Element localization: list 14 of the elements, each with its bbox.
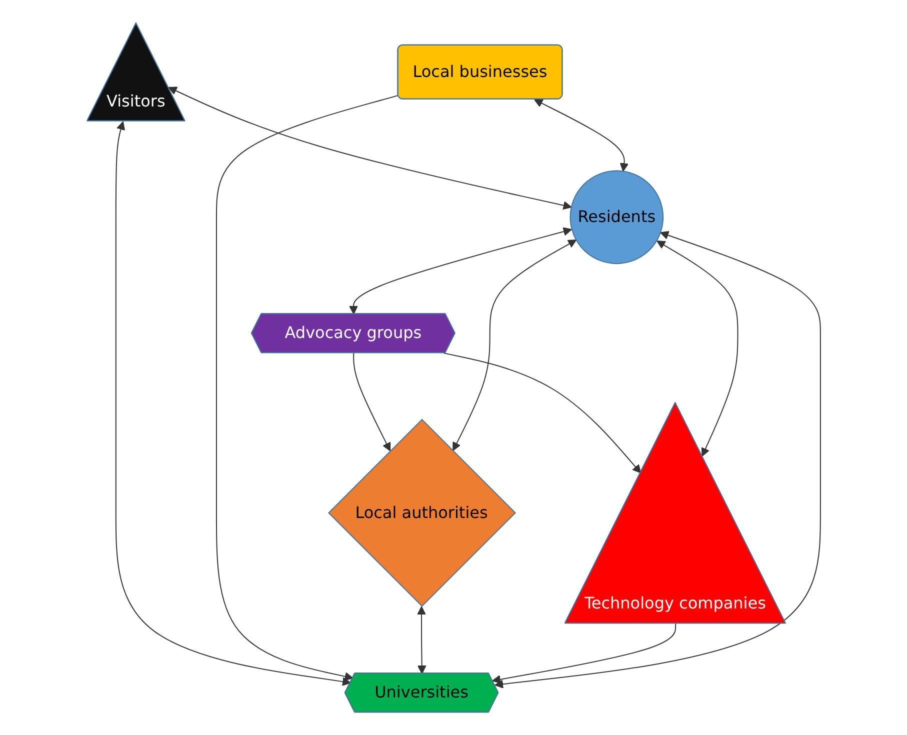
arrow bbox=[115, 121, 351, 686]
node-diamond: Local authorities bbox=[328, 418, 516, 607]
arrow bbox=[348, 227, 572, 314]
arrow bbox=[656, 240, 738, 456]
arrow bbox=[492, 623, 676, 684]
node-circle: Residents bbox=[570, 170, 664, 264]
arrow bbox=[352, 352, 390, 452]
arrow bbox=[452, 239, 576, 451]
arrow bbox=[168, 86, 572, 210]
arrow bbox=[534, 99, 628, 172]
arrow bbox=[494, 230, 821, 688]
arrow bbox=[216, 94, 399, 681]
arrow bbox=[442, 352, 641, 474]
arrow bbox=[416, 606, 426, 674]
